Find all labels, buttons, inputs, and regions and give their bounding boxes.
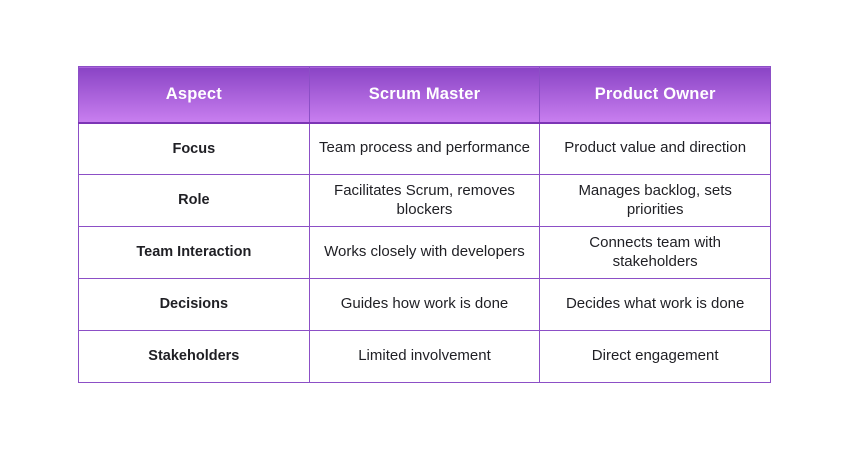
cell-decisions-product-owner: Decides what work is done xyxy=(539,278,771,331)
cell-focus-product-owner: Product value and direction xyxy=(539,122,771,175)
header-cell-aspect: Aspect xyxy=(78,66,310,124)
cell-stakeholders-aspect: Stakeholders xyxy=(78,330,310,383)
cell-decisions-scrum-master: Guides how work is done xyxy=(308,278,541,331)
table-header: Aspect Scrum Master Product Owner xyxy=(78,66,771,124)
header-cell-scrum-master: Scrum Master xyxy=(308,66,541,124)
table-row-focus: Focus Team process and performance Produ… xyxy=(78,122,771,175)
cell-role-product-owner: Manages backlog, sets priorities xyxy=(539,174,771,227)
cell-role-scrum-master: Facilitates Scrum, removes blockers xyxy=(308,174,541,227)
cell-team-interaction-aspect: Team Interaction xyxy=(78,226,310,279)
table-row-stakeholders: Stakeholders Limited involvement Direct … xyxy=(78,330,771,383)
header-row: Aspect Scrum Master Product Owner xyxy=(78,66,771,124)
header-cell-product-owner: Product Owner xyxy=(539,66,771,124)
cell-role-aspect: Role xyxy=(78,174,310,227)
cell-focus-aspect: Focus xyxy=(78,122,310,175)
table-row-team-interaction: Team Interaction Works closely with deve… xyxy=(78,226,771,279)
table-row-role: Role Facilitates Scrum, removes blockers… xyxy=(78,174,771,227)
table-body: Focus Team process and performance Produ… xyxy=(78,122,771,383)
cell-stakeholders-scrum-master: Limited involvement xyxy=(308,330,541,383)
scrum-comparison-table: Aspect Scrum Master Product Owner Focus … xyxy=(78,66,771,383)
cell-decisions-aspect: Decisions xyxy=(78,278,310,331)
cell-focus-scrum-master: Team process and performance xyxy=(308,122,541,175)
cell-stakeholders-product-owner: Direct engagement xyxy=(539,330,771,383)
cell-team-interaction-scrum-master: Works closely with developers xyxy=(308,226,541,279)
table-row-decisions: Decisions Guides how work is done Decide… xyxy=(78,278,771,331)
cell-team-interaction-product-owner: Connects team with stakeholders xyxy=(539,226,771,279)
